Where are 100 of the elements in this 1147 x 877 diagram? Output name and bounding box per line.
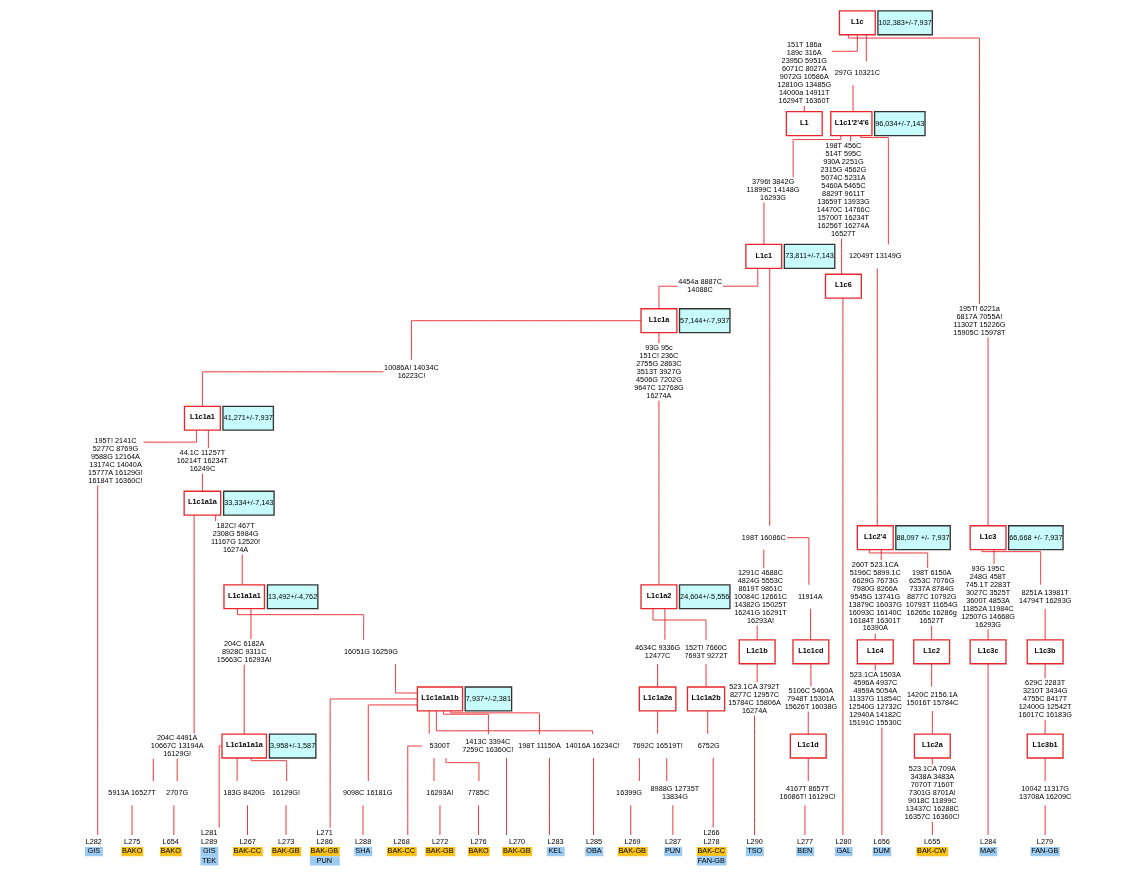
node-box: L1c1a2b [686, 686, 725, 712]
node-box: L1c2a [913, 733, 951, 759]
node-text: 152T! 7660C 7693T 9272T [683, 642, 728, 660]
connector [847, 34, 980, 305]
connector [656, 663, 658, 688]
node-text: 10042 11317G 13708A 16209C [1018, 784, 1071, 802]
connector [656, 710, 658, 735]
connector [435, 710, 593, 735]
connector [1044, 719, 1046, 735]
connector [987, 663, 989, 836]
connector [671, 804, 673, 836]
node-box: L1c1d [789, 733, 827, 759]
connector [841, 297, 843, 836]
connector [665, 757, 667, 782]
node-text: 198T 16086C [741, 532, 786, 542]
connector [505, 757, 507, 836]
connector [993, 549, 994, 565]
connector [852, 84, 853, 113]
connector [329, 698, 418, 829]
node-box: BAK-GB [501, 846, 532, 857]
connector [657, 400, 659, 586]
connector [207, 429, 209, 449]
node-label: 88,097 +/- 7,937 [895, 532, 950, 542]
node-box: L1c1 [744, 243, 782, 269]
connector [931, 821, 933, 836]
connector [176, 758, 178, 782]
node-box: PUN [663, 846, 682, 857]
node-text: 1420C 2156.1A 15016T 15784C [905, 689, 958, 707]
connector [807, 711, 809, 735]
node-text: 11914A [797, 591, 823, 601]
connector [753, 715, 755, 836]
node-text: 5913A 16527T [107, 788, 156, 798]
connector [840, 238, 842, 275]
node-label: 13,492+/-4,762 [267, 591, 317, 601]
connector [638, 757, 640, 782]
connector [792, 135, 841, 178]
connector [705, 663, 706, 688]
node-box: SHA [353, 846, 372, 857]
connector [1044, 757, 1046, 782]
node-label: 24,604+/-5,556 [679, 591, 729, 601]
node-text: 198T 456C 514T 595C 930A 2251G 2315G 4562G 5074C 5231A 5460A 5465C 8829T 9611T 13659T 13933G 14470C 14766C 15700T 16234T 16256T 16274A 16527T [816, 141, 870, 238]
node-text: 523.1CA 709A 3438A 3483A 7070T 7160T 7301G 8701A! 9018C 11899C 13437C 16288C 16357C 16360C! [904, 764, 960, 821]
node-text: 93G 195C 248G 458T 745.1T 2283T 3027C 3525T 3600T 4853A 11852A 11984C 12507G 14668G 16293G [960, 563, 1015, 629]
node-box: L1c2 [912, 639, 950, 665]
node-label: L269 [623, 837, 641, 847]
node-label: 102,383+/-7,937 [878, 17, 932, 27]
node-text: 629C 2283T 3210T 3434G 4755C 8417T 12400G 12542T 16017C 16183G [1017, 677, 1072, 719]
connector [721, 267, 758, 287]
connector [442, 710, 489, 735]
node-label: L278 [702, 837, 720, 847]
connector [756, 663, 758, 683]
node-text: 14016A 16234C! [564, 740, 620, 750]
connector [172, 804, 174, 836]
connector [763, 202, 764, 245]
node-label: L281 [200, 827, 217, 837]
connector [548, 757, 550, 836]
node-text: 182C! 467T 2308G 5984G 11167G 12520! 16274A [210, 520, 260, 554]
connector [246, 804, 248, 836]
connector [930, 625, 932, 641]
node-text: 3796t 3842G 11899C 14148G 16293G [746, 176, 800, 202]
connector [96, 485, 98, 836]
connector [428, 710, 430, 735]
node-text: 260T 523.1CA 5196C 5899.1C 6629G 7673G 7980G 8266A 9545G 13741G 13879C 16037G 16093C 16140C 16184T 16301T 16390A [848, 559, 902, 633]
connector [830, 34, 858, 52]
node-text: 1413C 3394C 7259C 16360C! [461, 736, 513, 754]
connector [1044, 663, 1046, 679]
connector [706, 710, 708, 735]
connector [657, 285, 678, 310]
connector [981, 549, 1041, 586]
node-label: L266 [702, 827, 720, 837]
node-text: 16293A! [425, 788, 454, 798]
node-text: 7785C [467, 788, 489, 798]
node-box: L1c2'4 [856, 525, 894, 551]
node-box: L1c1a2 [639, 584, 677, 610]
node-text: 4634C 9336G 12477C [634, 642, 680, 660]
node-text: 151T 186a 189c 316A 2395D 5951G 6071C 8027A 9072G 10586A 12810G 13485G 14000a 14911T 16294T 16360T [776, 40, 831, 105]
node-box: TSO [745, 846, 764, 857]
connector [809, 608, 811, 641]
node-label: L655 [923, 837, 940, 847]
node-label: L285 [585, 837, 602, 847]
node-text: 7692C 16519T! [632, 740, 683, 750]
connector [218, 745, 222, 828]
node-text: 4454a 8887C 14088C [677, 277, 722, 295]
node-text: 6752G [697, 740, 720, 750]
connector [785, 537, 809, 586]
node-box: L1 [785, 111, 823, 137]
node-box: DUM [872, 846, 891, 857]
connector [930, 663, 932, 688]
node-label: L282 [85, 837, 102, 847]
node-text: 297G 10321C [834, 68, 880, 78]
connector [874, 663, 876, 671]
connector [809, 663, 811, 687]
node-box: BAK-GB [424, 846, 455, 857]
node-label: L273 [277, 837, 294, 847]
node-box: BAK-CC [232, 846, 263, 857]
node-box: BAK-CC [386, 846, 417, 857]
node-box: L1c1a1a1 [222, 584, 265, 610]
node-label: 96,034+/-7,143 [874, 118, 924, 128]
node-text: 523.1CA 1503A 4596A 4937C 4959A 5054A 11337G 11854C 12540G 12732C 12940A 14182C 15191C 15530C [848, 669, 902, 727]
node-label: L284 [979, 837, 996, 847]
